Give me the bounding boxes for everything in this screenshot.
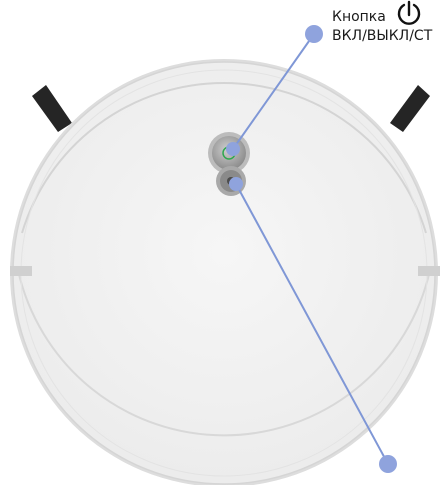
power-callout-dot-outer <box>305 25 323 43</box>
home-callout-dot-inner <box>229 177 243 191</box>
power-icon <box>399 2 419 24</box>
power-callout-label-line2: ВКЛ/ВЫКЛ/СТ <box>332 28 433 44</box>
home-callout-dot-outer <box>379 455 397 473</box>
left-side-brush <box>32 85 72 132</box>
power-callout-label-line1: Кнопка <box>332 9 386 25</box>
power-callout-dot-inner <box>226 142 240 156</box>
robot-body <box>10 59 440 485</box>
right-side-brush <box>390 85 430 132</box>
